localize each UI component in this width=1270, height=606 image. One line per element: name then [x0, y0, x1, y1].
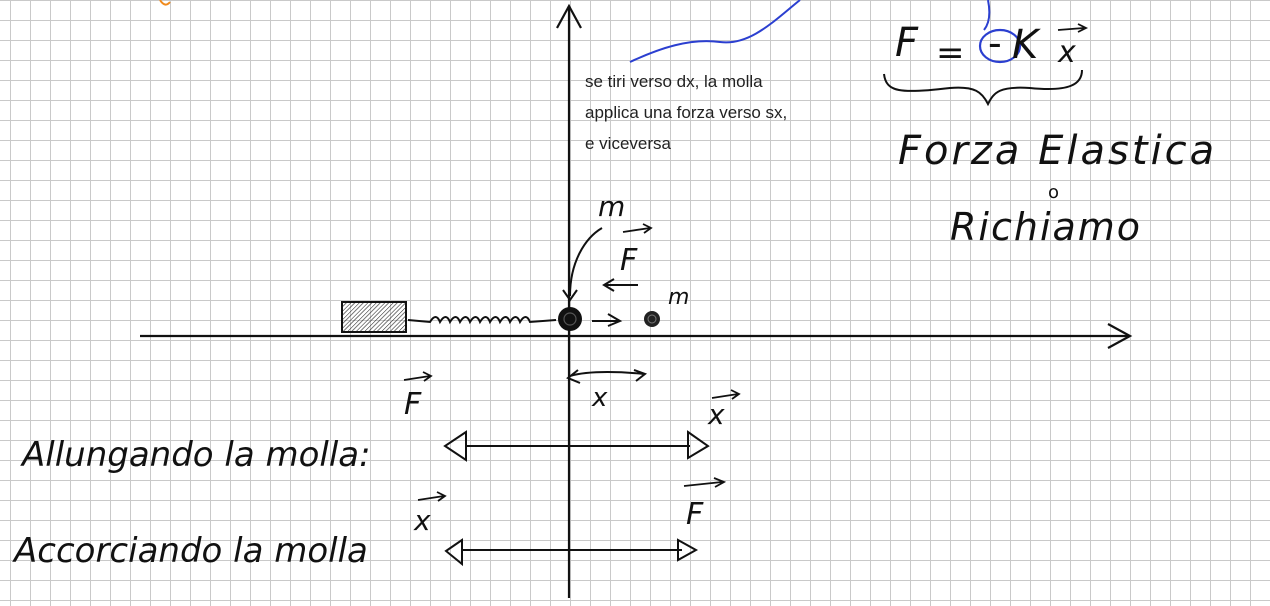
accorciando-label: Accorciando la molla — [12, 531, 368, 571]
vector-row-allungando — [443, 430, 710, 462]
mass-origin — [558, 307, 582, 331]
forza-elastica-label: Forza Elastica — [898, 128, 1217, 174]
formula-minus: - — [988, 21, 1002, 65]
note-line-1: se tiri verso dx, la molla — [585, 72, 763, 91]
blue-connector-curve — [629, 0, 801, 63]
vector-hats — [403, 23, 1089, 502]
orange-scribble — [159, 0, 171, 6]
force-label-top: F — [620, 243, 638, 278]
or-label: o — [1048, 182, 1059, 203]
x-displacement-label: x — [591, 383, 608, 413]
formula-underbrace — [883, 69, 1083, 107]
formula-k: K — [1012, 22, 1041, 68]
spring — [407, 316, 557, 325]
wall-block — [341, 301, 407, 333]
row2-x-label: x — [413, 504, 431, 537]
richiamo-label: Richiamo — [950, 205, 1142, 249]
mass-label-displaced: m — [668, 285, 689, 310]
formula-x: x — [1057, 35, 1076, 70]
row1-force-label: F — [404, 387, 422, 422]
typed-note: se tiri verso dx, la molla applica una f… — [585, 66, 865, 159]
mass-label: m — [598, 190, 625, 223]
y-axis — [556, 3, 582, 598]
formula-F: F — [895, 20, 919, 66]
force-arrow-left — [602, 278, 638, 292]
mass-pointer-arrow — [562, 227, 603, 302]
note-line-3: e viceversa — [585, 134, 671, 153]
vector-row-accorciando — [444, 538, 699, 567]
allungando-label: Allungando la molla: — [20, 435, 371, 475]
row1-x-label: x — [707, 398, 725, 431]
x-axis — [140, 323, 1133, 349]
minus-highlight-circle — [978, 28, 1022, 64]
row2-force-label: F — [686, 497, 704, 532]
x-displacement-bracket — [566, 369, 648, 384]
displacement-arrow-small — [592, 313, 623, 327]
note-line-2: applica una forza verso sx, — [585, 103, 788, 122]
mass-displaced — [644, 311, 660, 327]
blue-connector-tail — [983, 0, 991, 31]
formula-equals: = — [936, 33, 965, 73]
